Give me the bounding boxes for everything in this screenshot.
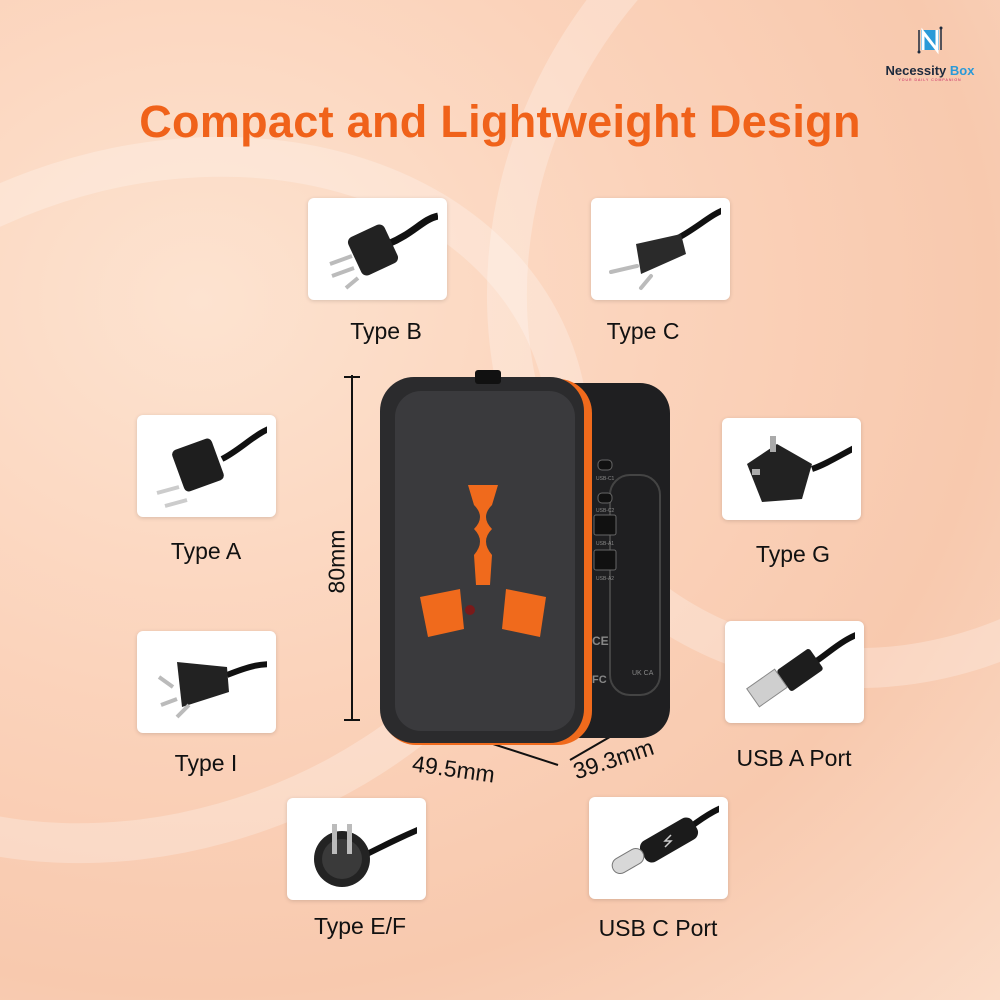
card-type-a [137,415,276,517]
logo-name-2: Box [949,63,975,78]
card-type-ef [287,798,426,900]
svg-text:USB-A1: USB-A1 [596,541,614,547]
au-plug-icon [157,661,267,719]
card-usb-a [725,621,864,723]
euro-plug-icon [608,207,721,290]
svg-text:USB-C1: USB-C1 [596,476,615,482]
card-type-g [722,418,861,520]
label-usb-c: USB C Port [598,915,718,941]
svg-text:USB-C2: USB-C2 [596,508,615,514]
card-type-c [591,198,730,300]
label-usb-a: USB A Port [736,745,852,771]
brand-logo: Necessity Box YOUR DAILY COMPANION [862,26,998,82]
label-type-g: Type G [755,541,831,567]
logo-name-1: Necessity [885,63,947,78]
label-type-b: Type B [350,318,422,344]
usb-a-cable-icon [745,632,855,708]
label-type-a: Type A [170,538,242,564]
svg-text:UK CA: UK CA [632,670,654,677]
usb-c-cable-icon [611,805,719,874]
card-type-b [308,198,447,300]
label-type-ef: Type E/F [313,913,407,939]
us-plug-flat-icon [155,426,267,508]
us-plug-grounded-icon [328,212,438,290]
svg-text:CE: CE [592,634,609,648]
svg-text:USB-A2: USB-A2 [596,576,614,582]
logo-tagline: YOUR DAILY COMPANION [898,78,962,82]
uk-plug-icon [746,436,852,502]
card-type-i [137,631,276,733]
logo-n-icon [917,26,943,55]
svg-text:FC: FC [592,674,607,686]
label-type-i: Type I [174,750,238,776]
schuko-plug-icon [313,824,417,887]
label-type-c: Type C [606,318,680,344]
dimension-height: 80mm [323,529,350,594]
page-title: Compact and Lightweight Design [139,96,861,147]
card-usb-c [589,797,728,899]
